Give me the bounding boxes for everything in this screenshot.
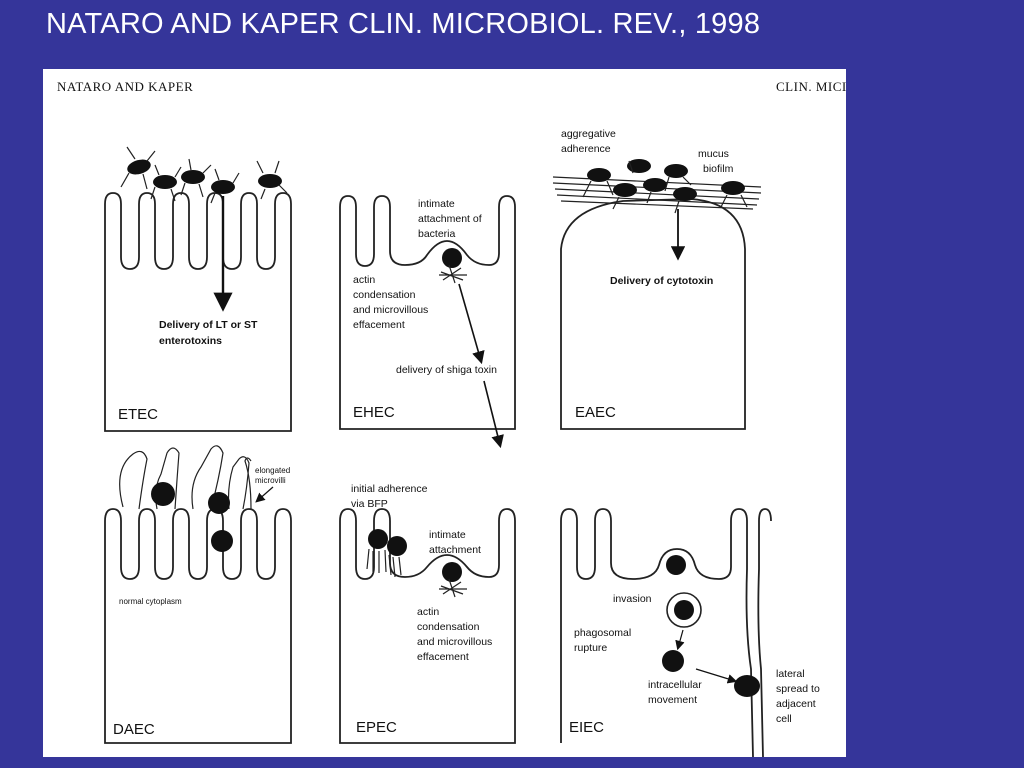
eiec-phagosomal-line2: rupture — [574, 642, 607, 654]
ehec-actin-line1: actin — [353, 274, 375, 286]
figure-header-left: NATARO AND KAPER — [57, 79, 194, 94]
epec-bfp-bacteria — [366, 529, 407, 578]
epec-initial-line1: initial adherence — [351, 483, 428, 495]
eiec-lateral-line4: cell — [776, 713, 792, 725]
eaec-label: EAEC — [575, 404, 616, 421]
eiec-panel: invasion phagosomal rupture intracellula… — [560, 508, 820, 757]
epec-label: EPEC — [356, 719, 397, 736]
eaec-aggregative-line2: adherence — [561, 143, 611, 155]
epec-actin-line2: condensation — [417, 621, 480, 633]
etec-delivery-line1: Delivery of LT or ST — [159, 319, 258, 331]
etec-bacteria — [120, 146, 288, 204]
epec-panel: initial adherence via BFP intimate attac… — [339, 483, 516, 744]
etec-label: ETEC — [118, 406, 158, 423]
epec-intimate-line2: attachment — [429, 544, 481, 556]
ehec-attach-line1: intimate — [418, 198, 455, 210]
epec-actin-line4: effacement — [417, 651, 469, 663]
epec-actin-line1: actin — [417, 606, 439, 618]
ehec-attach-line2: attachment of — [418, 213, 482, 225]
epec-intimate-line1: intimate — [429, 529, 466, 541]
eiec-phagosome — [666, 592, 702, 628]
eaec-cytotoxin-label: Delivery of cytotoxin — [610, 275, 713, 287]
ehec-panel: intimate attachment of bacteria actin co… — [339, 195, 516, 449]
eiec-bacterium — [734, 675, 760, 697]
daec-bacterium — [211, 530, 233, 552]
eaec-aggregative-line1: aggregative — [561, 128, 616, 140]
eiec-invasion-label: invasion — [613, 593, 652, 605]
ehec-toxin-label: delivery of shiga toxin — [396, 364, 497, 376]
daec-panel: elongated microvilli normal cytoplasm DA… — [104, 445, 292, 744]
daec-label: DAEC — [113, 721, 155, 738]
daec-cytoplasm-label: normal cytoplasm — [119, 597, 182, 606]
eiec-intracellular-line1: intracellular — [648, 679, 702, 691]
eiec-intracellular-line2: movement — [648, 694, 697, 706]
eaec-panel: aggregative adherence mucus biofilm Deli… — [552, 128, 762, 430]
daec-elongated-microvilli — [119, 445, 252, 510]
eiec-label: EIEC — [569, 719, 604, 736]
ehec-label: EHEC — [353, 404, 395, 421]
ehec-actin-line4: effacement — [353, 319, 405, 331]
ehec-attach-line3: bacteria — [418, 228, 456, 240]
slide-title: NATARO AND KAPER CLIN. MICROBIOL. REV., … — [46, 8, 761, 40]
daec-cell-body — [104, 508, 292, 744]
ehec-bacterium — [442, 248, 462, 268]
eaec-mucus-line1: mucus — [698, 148, 729, 160]
eiec-lateral-line1: lateral — [776, 668, 805, 680]
epec-actin-line3: and microvillous — [417, 636, 492, 648]
ehec-pedestal — [439, 264, 467, 284]
daec-bacterium — [151, 482, 175, 506]
eiec-bacterium — [662, 650, 684, 672]
figure-image: NATARO AND KAPER CLIN. MICI — [43, 69, 846, 757]
eiec-phagosomal-line1: phagosomal — [574, 627, 631, 639]
eiec-lateral-line3: adjacent — [776, 698, 816, 710]
epec-initial-line2: via BFP — [351, 498, 388, 510]
eiec-bacterium — [674, 600, 694, 620]
figure-header-right: CLIN. MICI — [776, 79, 846, 94]
eiec-lateral-line2: spread to — [776, 683, 820, 695]
epec-pedestal — [439, 578, 467, 598]
eaec-bacteria — [582, 159, 748, 214]
daec-elongated-line1: elongated — [255, 466, 290, 475]
etec-panel: Delivery of LT or ST enterotoxins ETEC — [104, 146, 292, 432]
etec-delivery-line2: enterotoxins — [159, 335, 222, 347]
ehec-actin-line3: and microvillous — [353, 304, 428, 316]
figure-diagram: Delivery of LT or ST enterotoxins ETEC i… — [104, 128, 820, 757]
daec-bacterium — [208, 492, 230, 514]
daec-elongated-line2: microvilli — [255, 476, 286, 485]
epec-bacterium — [442, 562, 462, 582]
eaec-mucus-line2: biofilm — [703, 163, 734, 175]
eiec-bacterium — [666, 555, 686, 575]
ehec-actin-line2: condensation — [353, 289, 416, 301]
